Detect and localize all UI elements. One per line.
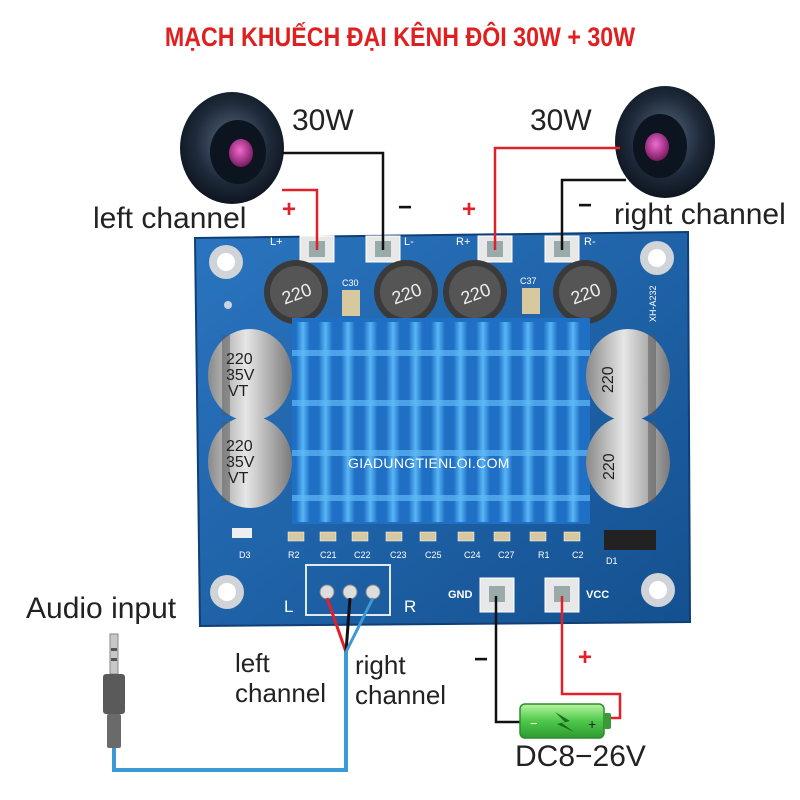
capacitor-label: VT [228,470,249,487]
heatsink-fin [296,322,310,522]
audio-left-label: left [235,648,270,678]
speaker-icon [615,86,715,198]
component-label: D1 [606,556,618,566]
right-speaker-power: 30W [530,104,592,137]
heatsink-fin [498,322,513,522]
watermark: GIADUNGTIENLOI.COM [348,455,510,471]
component-label: C27 [498,550,515,560]
left-channel-label: left channel [93,202,247,235]
right-plus-sign: + [462,196,477,223]
component-label: C23 [390,550,407,560]
audio-wires [112,597,375,772]
component-label: C24 [464,550,481,560]
battery-minus: − [530,716,538,731]
left-speaker-power: 30W [292,104,354,137]
audio-jack-icon [103,633,125,748]
capacitor-label: 35V [226,454,255,471]
right-minus-sign: − [578,192,593,219]
heatsink-fin [521,322,535,522]
heatsink-fin [408,322,423,522]
left-plus-sign: + [282,196,297,223]
speaker-icon [180,92,284,204]
terminal-label-rminus: R- [584,236,596,248]
component-label: R2 [288,550,300,560]
left-minus-sign: − [398,194,413,221]
component-label: C30 [342,278,359,288]
component-label: C37 [520,276,537,286]
heatsink-fin [566,322,580,522]
capacitor-label: 220 [226,351,253,368]
component-label: C21 [320,550,337,560]
audio-left-label-2: channel [235,678,327,708]
terminal-label-lminus: L- [404,236,414,248]
heatsink-fin [476,322,490,522]
heatsink-fin [341,322,355,522]
capacitor-label: 220 [600,366,617,393]
pcb-board [193,230,692,628]
heatsink-fin [363,322,378,522]
capacitor-label: 35V [226,367,255,384]
component-label: C22 [354,550,371,560]
power-minus-sign: − [474,646,489,673]
power-plus-sign: + [578,644,593,671]
battery-plus: + [588,716,596,732]
capacitor-label: VT [228,383,249,400]
board-model: XH-A232 [648,285,658,322]
terminal-label-lplus: L+ [270,236,283,248]
vcc-label: VCC [586,589,609,601]
heatsink-fin [318,322,333,522]
heatsink-fin [386,322,400,522]
capacitor-label: 220 [226,438,253,455]
input-right-label: R [404,597,416,616]
component-label: R1 [538,550,550,560]
component-label: D3 [239,550,251,560]
audio-input-label: Audio input [26,592,177,625]
input-left-label: L [284,597,293,616]
capacitor-label: 220 [601,453,618,480]
audio-right-label-2: channel [355,680,447,710]
battery-icon [519,703,611,739]
gnd-label: GND [448,589,473,601]
component-label: C2 [572,550,584,560]
speaker-wires [282,146,626,250]
right-channel-label: right channel [614,198,786,231]
power-voltage-label: DC8−26V [515,740,646,773]
heatsink-fin [431,322,445,522]
power-wires [494,596,622,724]
terminal-label-rplus: R+ [456,236,470,248]
audio-right-label: right [355,650,406,680]
heatsink-fin [543,322,558,522]
heatsink-fin [453,322,468,522]
component-label: C25 [425,550,442,560]
page-title: MẠCH KHUẾCH ĐẠI KÊNH ĐÔI 30W + 30W [164,22,636,52]
